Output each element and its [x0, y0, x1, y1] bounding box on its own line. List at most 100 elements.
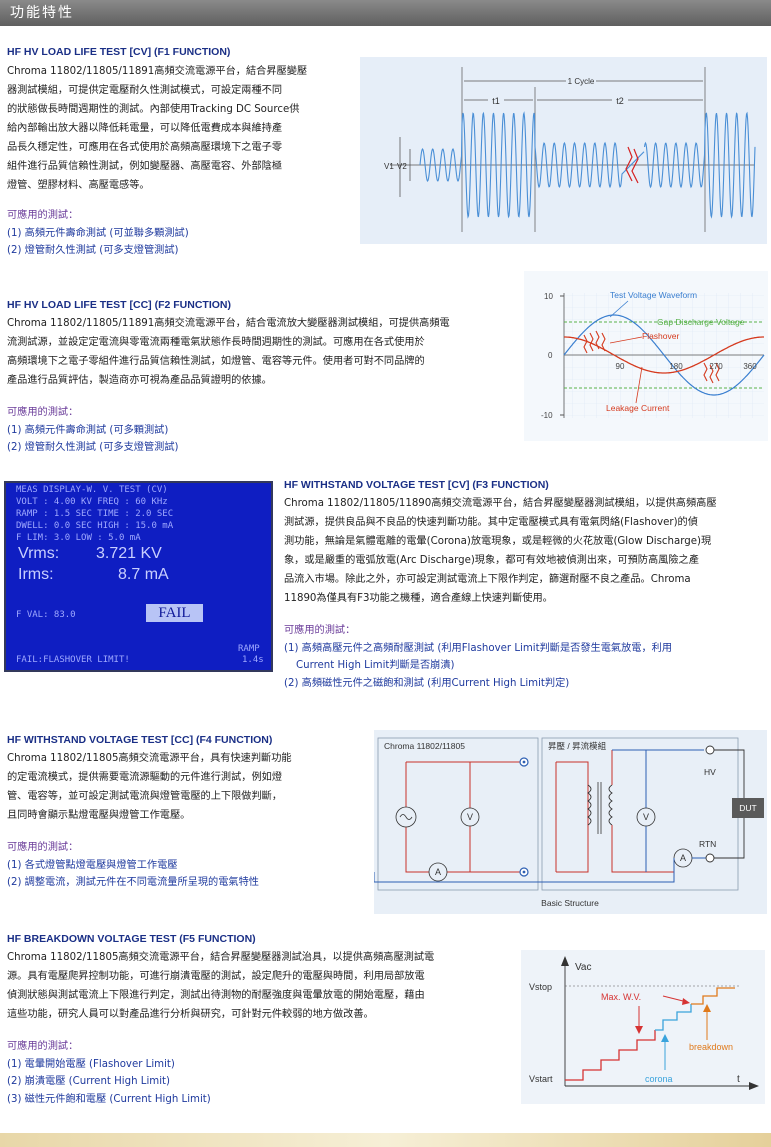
lcd-line: F LIM: 3.0 LOW : 5.0 mA — [16, 533, 141, 543]
voltmeter-icon — [460, 807, 480, 827]
test-item: (2) 高頻磁性元件之磁飽和測試 (利用Current High Limit判定… — [284, 677, 570, 689]
test-item: (2) 燈管耐久性測試 (可多支燈管測試) — [7, 442, 179, 453]
test-item: (1) 各式燈管點燈電壓與燈管工作電壓 — [7, 859, 178, 871]
f5-breakdown-figure: Vac Vstop Vstart t Max. W.V. breakdown c… — [521, 950, 765, 1104]
t2-label: t2 — [616, 96, 624, 106]
f3-title: HF WITHSTAND VOLTAGE TEST [CV] (F3 FUNCT… — [284, 479, 549, 491]
f4-title: HF WITHSTAND VOLTAGE TEST [CC] (F4 FUNCT… — [7, 734, 273, 746]
f5-title: HF BREAKDOWN VOLTAGE TEST (F5 FUNCTION) — [7, 933, 256, 945]
breakdown-label: breakdown — [689, 1042, 733, 1052]
f1-line: 組件進行品質信賴性測試，例如變壓器、高壓電容、外部陰極 — [7, 161, 283, 172]
f2-flashover-figure: 10 0 -10 90 180 270 360 Test Voltage Wav… — [524, 271, 768, 441]
f1-line: 器測試模組，可提供定電壓耐久性測試模式，可設定兩種不同 — [7, 85, 283, 96]
module-ammeter-label: A — [680, 853, 686, 863]
f5-line: 源。具有電壓爬昇控制功能，可進行崩潰電壓的測試，設定爬升的電壓與時間，利用局部放… — [7, 971, 425, 982]
voltmeter-label: V — [467, 812, 473, 822]
f3-line: 品流入市場。除此之外，亦可設定測試電流上下限作判定，篩選耐壓不良之產品。Chro… — [284, 574, 691, 585]
test-item: Current High Limit判斷是否崩潰) — [296, 660, 455, 671]
lcd-ramp-label: RAMP — [238, 644, 260, 654]
f2-body: Chroma 11802/11805/11891高頻交流電源平台，結合電流放大變… — [7, 314, 519, 390]
test-item: (1) 電暈開始電壓 (Flashover Limit) — [7, 1058, 175, 1070]
test-item: (2) 燈管耐久性測試 (可多支燈管測試) — [7, 245, 179, 256]
f1-title: HF HV LOAD LIFE TEST [CV] (F1 FUNCTION) — [7, 46, 231, 58]
corona-label: corona — [645, 1074, 673, 1084]
lcd-irms-value: 8.7 mA — [118, 566, 169, 583]
f4-line: Chroma 11802/11805高頻交流電源平台，具有快速判斷功能 — [7, 753, 292, 764]
vstop-label: Vstop — [529, 982, 552, 992]
x-tick-90: 90 — [616, 362, 625, 371]
t1-label: t1 — [492, 96, 500, 106]
f4-line: 且同時會顯示點燈電壓與燈管工作電壓。 — [7, 810, 191, 821]
tests-heading: 可應用的測試： — [7, 842, 79, 853]
tests-heading: 可應用的測試： — [7, 210, 79, 221]
rtn-label: RTN — [699, 839, 716, 849]
lcd-line: MEAS DISPLAY-W. V. TEST (CV) — [16, 485, 168, 495]
f3-line: 11890為僅具有F3功能之機種，適合產線上快速判斷使用。 — [284, 593, 553, 604]
test-item: (2) 崩潰電壓 (Current High Limit) — [7, 1076, 171, 1087]
label-flashover: Flashover — [642, 331, 679, 341]
test-item: (3) 磁性元件飽和電壓 (Current High Limit) — [7, 1093, 211, 1105]
f2-line: 產品進行品質評估，製造商亦可視為產品品質證明的依據。 — [7, 375, 272, 386]
lcd-line: DWELL: 0.0 SEC HIGH : 15.0 mA — [16, 521, 174, 531]
dut-label: DUT — [739, 803, 756, 813]
tests-heading: 可應用的測試： — [7, 407, 79, 418]
lcd-display: MEAS DISPLAY-W. V. TEST (CV) VOLT : 4.00… — [4, 481, 273, 672]
f2-line: 流測試源，並設定定電流與零電流兩種電氣狀態作長時間週期性的測試。可應用在各式使用… — [7, 337, 425, 348]
tests-heading: 可應用的測試： — [284, 625, 356, 636]
f4-line: 管、電容等，並可設定測試電流與燈管電壓的上下限做判斷， — [7, 791, 283, 802]
vstart-label: Vstart — [529, 1074, 553, 1084]
section-header: 功能特性 — [0, 0, 771, 26]
chroma-box-label: Chroma 11802/11805 — [384, 741, 465, 751]
vac-label: Vac — [575, 962, 592, 973]
f1-waveform-figure: 1 Cycle t1 t2 V1 V2 — [360, 57, 767, 244]
lcd-fail-message: FAIL:FLASHOVER LIMIT! — [16, 655, 130, 665]
x-tick-270: 270 — [709, 362, 723, 371]
f3-body: Chroma 11802/11805/11890高頻交流電源平台，結合昇壓變壓器… — [284, 494, 768, 608]
f4-line: 的定電流模式，提供需要電流源驅動的元件進行測試，例如燈 — [7, 772, 283, 783]
tests-heading: 可應用的測試： — [7, 1041, 79, 1052]
lcd-vrms-label: Vrms: — [18, 545, 60, 562]
f1-line: 燈管、塑膠材料、高壓電感等。 — [7, 180, 150, 191]
f1-body: Chroma 11802/11805/11891高頻交流電源平台，結合昇壓變壓 … — [7, 62, 347, 195]
hv-label: HV — [704, 767, 716, 777]
f1-tests: 可應用的測試： (1) 高頻元件壽命測試 (可並聯多顆測試) (2) 燈管耐久性… — [7, 207, 189, 260]
f5-tests: 可應用的測試： (1) 電暈開始電壓 (Flashover Limit) (2)… — [7, 1038, 211, 1108]
f1-line: 品長久穩定性，可應用在各式使用於高頻高壓環境下之電子零 — [7, 142, 283, 153]
f2-line: 高頻環境下之電子零組件進行品質信賴性測試，如燈管、電容等元件。使用者可對不同品牌… — [7, 356, 425, 367]
module-voltmeter-label: V — [643, 812, 649, 822]
x-tick-360: 360 — [743, 362, 757, 371]
f2-tests: 可應用的測試： (1) 高頻元件壽命測試 (可多顆測試) (2) 燈管耐久性測試… — [7, 404, 178, 457]
t-label: t — [737, 1074, 740, 1085]
lcd-line: RAMP : 1.5 SEC TIME : 2.0 SEC — [16, 509, 174, 519]
lcd-vrms: Vrms: 3.721 KV — [18, 545, 162, 563]
lcd-ramp-value: 1.4s — [242, 655, 264, 665]
test-item: (1) 高頻元件壽命測試 (可並聯多顆測試) — [7, 227, 189, 239]
lcd-irms-label: Irms: — [18, 566, 54, 583]
test-item: (1) 高頻元件壽命測試 (可多顆測試) — [7, 424, 169, 436]
f3-line: 象，或是嚴重的電弧放電(Arc Discharge)現象，都可有效地被偵測出來，… — [284, 555, 699, 566]
ammeter-icon — [428, 862, 448, 882]
test-item: (2) 調整電流，測試元件在不同電流量所呈現的電氣特性 — [7, 877, 259, 888]
f5-line: Chroma 11802/11805高頻交流電源平台，結合昇壓變壓器測試治具，以… — [7, 952, 435, 963]
f4-tests: 可應用的測試： (1) 各式燈管點燈電壓與燈管工作電壓 (2) 調整電流，測試元… — [7, 839, 259, 892]
footer-strip — [0, 1133, 771, 1147]
lcd-line: VOLT : 4.00 KV FREQ : 60 KHz — [16, 497, 168, 507]
y-tick-mid: 0 — [548, 351, 553, 360]
lcd-fail-badge: FAIL — [146, 604, 203, 622]
f4-basic-structure-figure: Chroma 11802/11805 昇壓 / 昇流模組 V A V A HV … — [374, 730, 767, 914]
f2-line: Chroma 11802/11805/11891高頻交流電源平台，結合電流放大變… — [7, 318, 450, 329]
label-leakage-current: Leakage Current — [606, 403, 670, 413]
f3-tests: 可應用的測試： (1) 高頻高壓元件之高頻耐壓測試 (利用Flashover L… — [284, 622, 672, 692]
module-box-label: 昇壓 / 昇流模組 — [548, 741, 607, 751]
lcd-vrms-value: 3.721 KV — [96, 545, 162, 562]
f3-line: Chroma 11802/11805/11890高頻交流電源平台，結合昇壓變壓器… — [284, 498, 717, 509]
ammeter-label: A — [435, 867, 441, 877]
cycle-label: 1 Cycle — [568, 77, 595, 86]
f5-line: 這些功能，研究人員可以對產品進行分析與研究，可針對元件較弱的地方做改善。 — [7, 1009, 374, 1020]
y-tick-bot: -10 — [541, 411, 553, 420]
lcd-irms: Irms: 8.7 mA — [18, 566, 169, 584]
label-gap-discharge-voltage: Gap Discharge Voltage — [657, 317, 745, 327]
f4-body: Chroma 11802/11805高頻交流電源平台，具有快速判斷功能 的定電流… — [7, 749, 347, 825]
f1-line: 給內部輸出放大器以降低耗電量，可以降低電費成本與維持產 — [7, 123, 283, 134]
